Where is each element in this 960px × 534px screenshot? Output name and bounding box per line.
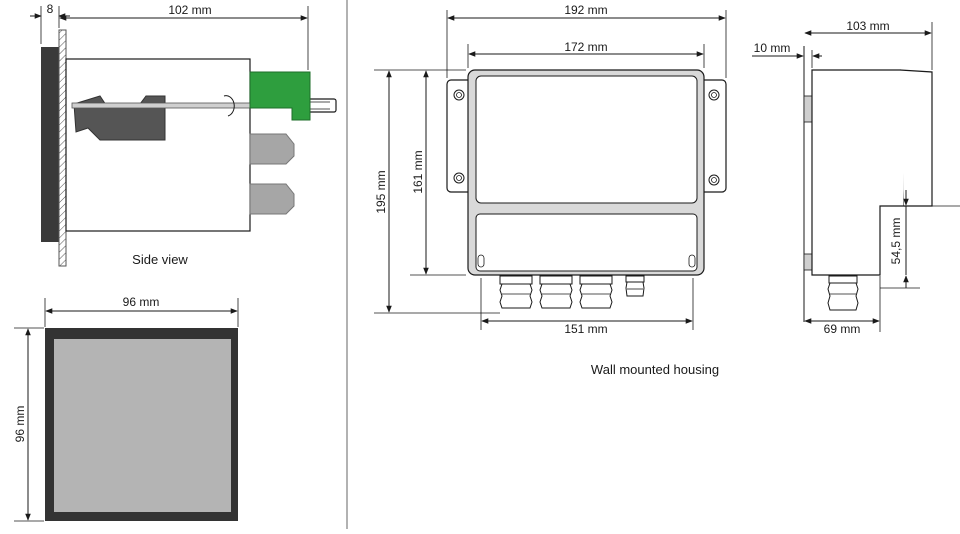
terminal-compartment [475,213,698,272]
cable-gland-icon [827,275,859,311]
dim-label-front-height: 96 mm [13,406,27,443]
caption-wall-housing: Wall mounted housing [591,362,719,377]
connector-upper [249,133,295,165]
cable-gland-small-icon [625,275,645,297]
dim-label-panel-thickness: 8 [47,2,54,16]
rotation-arrow-icon [223,95,235,117]
dim-label-depth: 102 mm [168,3,211,17]
front-view: 96 mm 96 mm [13,295,239,522]
housing-lid [475,75,698,204]
panel-wall [58,29,67,267]
dim-label-overall-height: 195 mm [374,170,388,213]
dim-label-overall-width: 192 mm [564,3,607,17]
caption-side-view: Side view [132,252,188,267]
lid-screw [477,254,485,268]
wall-housing-side: 103 mm 10 mm 54,5 mm 69 mm [752,19,960,336]
mounting-hole-icon [453,89,465,101]
wall-bracket [803,253,813,271]
lid-screw [688,254,696,268]
mounting-hole-icon [453,172,465,184]
dim-label-bottom-width: 151 mm [564,322,607,336]
terminal-block-green [249,71,311,121]
dim-label-side-bottom: 69 mm [824,322,861,336]
cable-gland-icon [499,275,533,309]
dim-label-inner-height: 161 mm [411,150,425,193]
cable-gland-icon [579,275,613,309]
dim-label-gland-height: 54,5 mm [889,218,903,265]
mounting-hole-icon [708,89,720,101]
wall-bracket [803,95,813,123]
dim-label-front-width: 96 mm [123,295,160,309]
side-view: 8 102 mm Side view [30,2,337,267]
dim-label-side-depth: 103 mm [846,19,889,33]
display-window [54,339,231,512]
mounting-hole-icon [708,174,720,186]
dim-label-inner-width: 172 mm [564,40,607,54]
connector-lower [249,183,295,215]
instrument-housing [65,58,251,232]
dim-label-offset: 10 mm [754,41,791,55]
side-housing-lid [899,69,933,207]
bezel [41,47,59,242]
wall-housing-front: 192 mm 172 mm 195 mm 161 mm 151 mm Wall … [374,3,727,377]
cable-gland-icon [539,275,573,309]
